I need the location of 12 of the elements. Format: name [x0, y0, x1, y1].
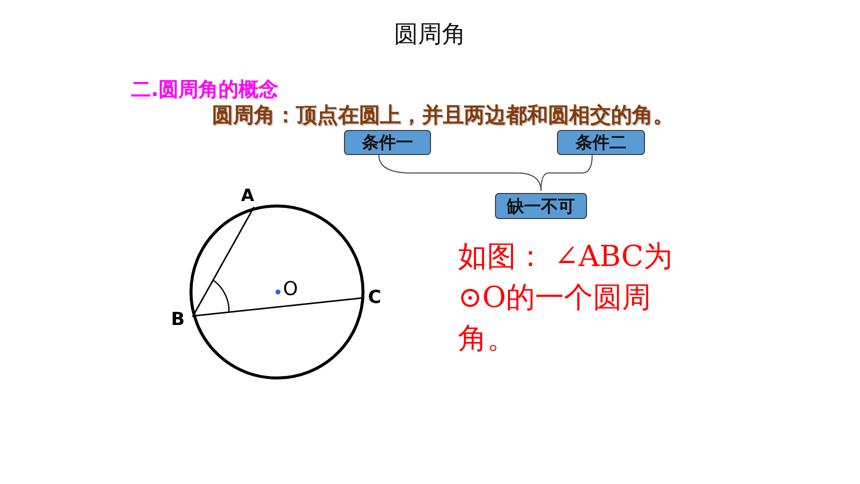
note-text: 如图： ∠ABC为⊙O的一个圆周角。	[458, 238, 674, 357]
label-box: 条件二	[557, 130, 645, 155]
center-label: O	[283, 278, 298, 300]
point-label: C	[368, 287, 382, 308]
label-box: 缺一不可	[495, 193, 587, 219]
section-heading: 二.圆周角的概念	[131, 76, 279, 103]
point-label: A	[241, 186, 254, 206]
label-box: 条件一	[344, 130, 431, 155]
definition-text: 圆周角：顶点在圆上，并且两边都和圆相交的角。	[212, 102, 674, 129]
point-label: B	[171, 309, 185, 330]
brace-line	[540, 154, 593, 192]
title: 圆周角	[393, 19, 467, 50]
